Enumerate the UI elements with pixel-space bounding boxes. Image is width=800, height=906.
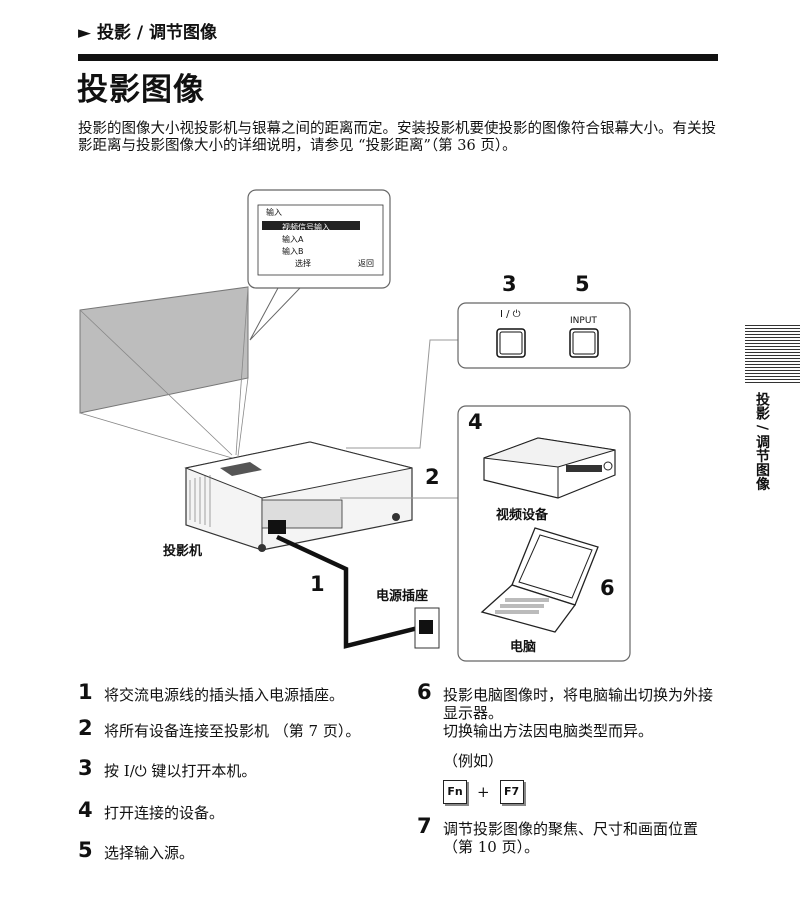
callout-5: 5 (575, 272, 590, 296)
osd-item-2: 输入B (282, 247, 304, 256)
step-2: 2 将所有设备连接至投影机 （第 7 页）。 (78, 716, 368, 741)
step-5-text: 选择输入源。 (104, 844, 195, 862)
step-7-number: 7 (417, 814, 432, 838)
callout-3: 3 (502, 272, 517, 296)
video-device (483, 437, 616, 499)
step-5: 5 选择输入源。 (78, 838, 368, 863)
video-device-label: 视频设备 (496, 508, 549, 523)
power-cable (276, 534, 431, 649)
control-panel-callout (457, 302, 631, 369)
pc-label: 电脑 (510, 640, 537, 655)
step-3-text: 按 I/⏻ 键以打开本机。 (104, 762, 257, 780)
step-1-text: 将交流电源线的插头插入电源插座。 (104, 686, 345, 704)
plus-sign: + (477, 783, 490, 801)
laptop (480, 527, 599, 633)
steps-right: 6 投影电脑图像时，将电脑输出切换为外接显示器。 切换输出方法因电脑类型而异。 … (417, 680, 717, 870)
step-3-number: 3 (78, 756, 93, 780)
step-7: 7 调节投影图像的聚焦、尺寸和画面位置 （第 10 页）。 (417, 814, 717, 857)
f7-key-icon: F7 (499, 780, 524, 804)
callout-2: 2 (425, 465, 440, 489)
step-1: 1 将交流电源线的插头插入电源插座。 (78, 680, 368, 705)
steps-left: 1 将交流电源线的插头插入电源插座。 2 将所有设备连接至投影机 （第 7 页）… (78, 680, 368, 876)
intro-paragraph: 投影的图像大小视投影机与银幕之间的距离而定。安装投影机要使投影的图像符合银幕大小… (78, 121, 716, 154)
fn-key-icon: Fn (443, 780, 467, 804)
title-rule (78, 54, 718, 61)
step-4: 4 打开连接的设备。 (78, 798, 368, 823)
step-4-number: 4 (78, 798, 93, 822)
step-6-example: （例如） (443, 752, 504, 770)
input-label: INPUT (570, 316, 597, 326)
step-2-number: 2 (78, 716, 93, 740)
osd-footer-return: 返回 (358, 259, 374, 268)
outlet-label: 电源插座 (376, 589, 429, 604)
step-5-number: 5 (78, 838, 93, 862)
callout-4: 4 (468, 410, 483, 434)
side-tab-label: 投影 / 调节图像 (754, 392, 770, 491)
callout-6: 6 (600, 576, 615, 600)
step-2-text: 将所有设备连接至投影机 （第 7 页）。 (104, 722, 361, 740)
osd-menu (257, 204, 384, 276)
projector (184, 441, 413, 552)
step-7-text: 调节投影图像的聚焦、尺寸和画面位置 （第 10 页）。 (443, 820, 699, 856)
osd-title: 输入 (266, 208, 282, 217)
osd-item-0: 视频信号输入 (282, 223, 330, 232)
osd-item-1: 输入A (282, 235, 304, 244)
step-6: 6 投影电脑图像时，将电脑输出切换为外接显示器。 切换输出方法因电脑类型而异。 … (417, 680, 717, 804)
step-1-number: 1 (78, 680, 93, 704)
step-4-text: 打开连接的设备。 (104, 804, 225, 822)
callout-1: 1 (310, 572, 325, 596)
step-6-number: 6 (417, 680, 432, 704)
projection-screen (79, 286, 249, 414)
side-tab-stripes (745, 325, 800, 385)
step-3: 3 按 I/⏻ 键以打开本机。 (78, 756, 368, 781)
key-combo: Fn + F7 (443, 780, 717, 804)
step-6-text: 投影电脑图像时，将电脑输出切换为外接显示器。 (443, 686, 714, 722)
projector-label: 投影机 (163, 544, 203, 559)
connection-diagram (79, 189, 631, 662)
breadcrumb: ► 投影 / 调节图像 (78, 23, 218, 43)
page-title: 投影图像 (77, 72, 205, 108)
power-symbol-label: I / ⏻ (500, 309, 521, 320)
osd-footer-select: 选择 (295, 259, 311, 268)
step-6-subtext: 切换输出方法因电脑类型而异。 (443, 722, 654, 740)
